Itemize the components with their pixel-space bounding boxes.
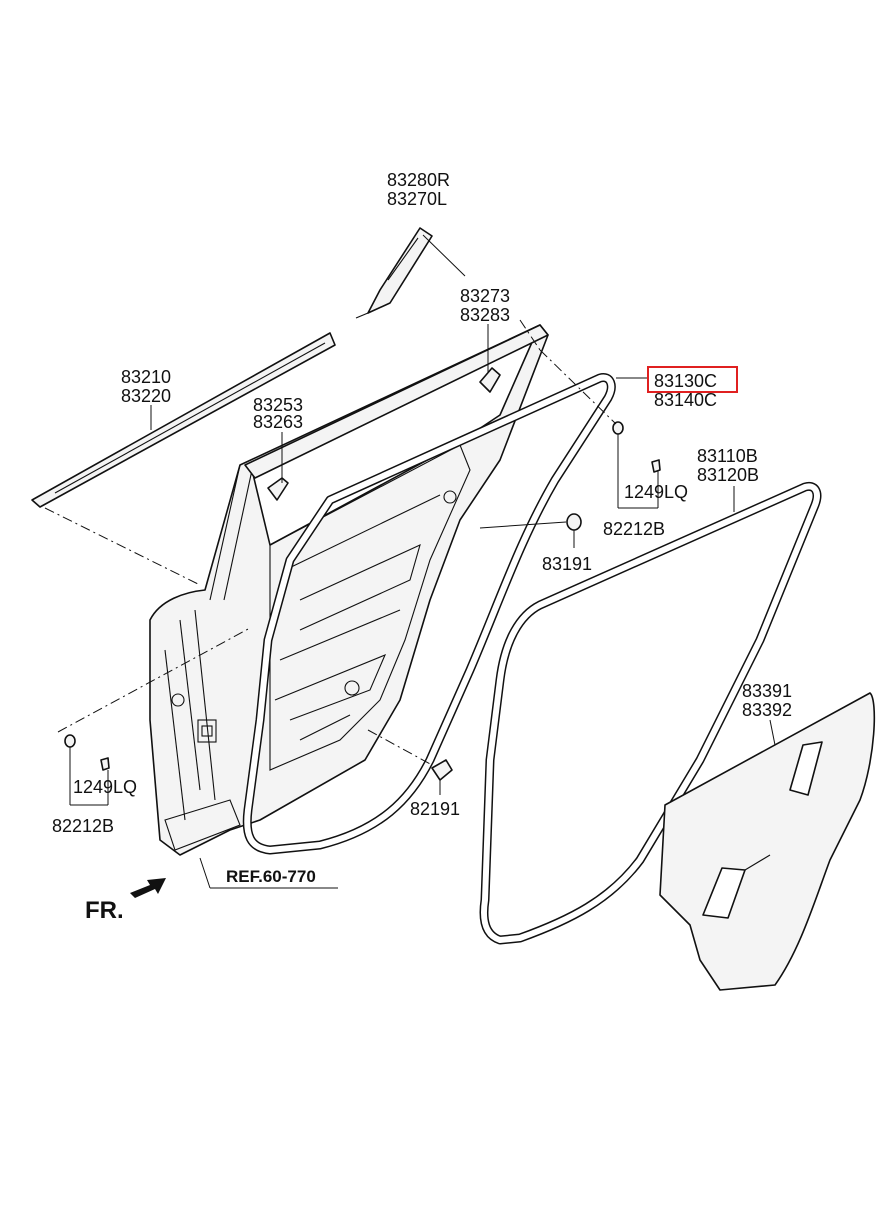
garnish-bracket-83273 — [479, 367, 501, 393]
garnish-bracket-83253 — [267, 477, 289, 501]
label-83130C: 83130C — [654, 371, 717, 391]
label-83283: 83283 — [460, 305, 510, 325]
label-83392: 83392 — [742, 700, 792, 720]
front-direction-arrow-icon — [130, 878, 166, 898]
label-83263: 83263 — [253, 412, 303, 432]
belt-outside-moulding — [31, 332, 336, 508]
waterproof-film — [659, 692, 876, 991]
label-83273: 83273 — [460, 286, 510, 306]
highlight-box — [647, 366, 738, 393]
leader-lines — [69, 234, 776, 889]
label-83191: 83191 — [542, 554, 592, 574]
label-1249LQ-right: 1249LQ — [624, 482, 688, 502]
assembly-lines — [44, 319, 617, 766]
delta-garnish — [355, 227, 433, 319]
grommet-82212B-left — [64, 734, 76, 748]
label-83270L: 83270L — [387, 189, 447, 209]
label-82212B-right: 82212B — [603, 519, 665, 539]
door-frame-weatherstrip — [242, 373, 616, 855]
plug-83191 — [566, 513, 582, 531]
label-fr: FR. — [85, 897, 124, 924]
label-ref-60-770: REF.60-770 — [226, 867, 316, 886]
label-83280R: 83280R — [387, 170, 450, 190]
screw-1249LQ-left — [100, 757, 110, 771]
label-83210: 83210 — [121, 367, 171, 387]
bumper-82191 — [431, 759, 453, 781]
label-83253: 83253 — [253, 395, 303, 415]
door-inner-panel — [149, 324, 549, 856]
screw-1249LQ-right — [651, 459, 661, 473]
body-side-weatherstrip — [479, 481, 822, 945]
label-82212B-left: 82212B — [52, 816, 114, 836]
label-83391: 83391 — [742, 681, 792, 701]
label-83140C: 83140C — [654, 390, 717, 410]
label-82191: 82191 — [410, 799, 460, 819]
label-1249LQ-left: 1249LQ — [73, 777, 137, 797]
label-83110B: 83110B — [697, 446, 758, 466]
grommet-82212B-right — [612, 421, 624, 435]
label-83220: 83220 — [121, 386, 171, 406]
label-83120B: 83120B — [697, 465, 759, 485]
